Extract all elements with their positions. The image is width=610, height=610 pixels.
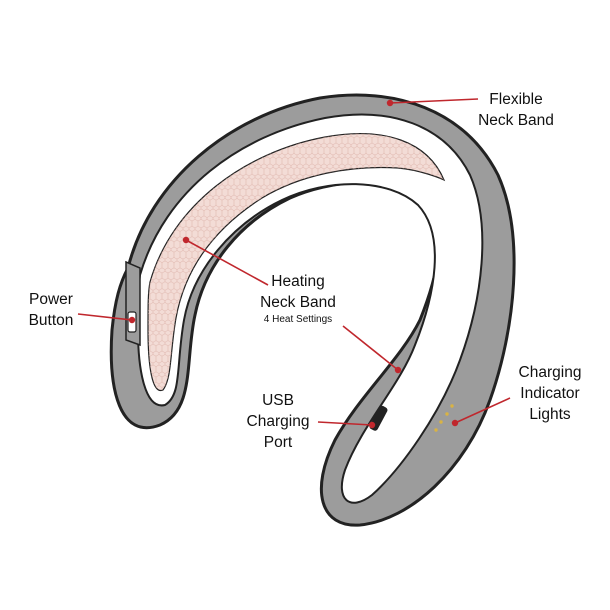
heating-pad-texture [148, 133, 444, 391]
indicator-light [445, 412, 449, 416]
leader-heating-band [185, 239, 269, 286]
label-line: Port [263, 434, 293, 451]
label-line: Flexible [489, 91, 543, 108]
label-line: Neck Band [478, 112, 554, 129]
indicator-light [439, 420, 443, 424]
label-heat-settings: 4 Heat Settings [263, 314, 333, 325]
label-usb-charging-port: USB Charging Port [247, 390, 310, 453]
label-line: Neck Band [260, 294, 336, 311]
leader-dot [128, 316, 136, 324]
leader-dot [386, 99, 394, 107]
label-line: Charging [246, 413, 310, 430]
label-charging-indicator-lights: Charging Indicator Lights [519, 362, 582, 425]
leader-usb-port [317, 421, 373, 426]
leader-dot [182, 236, 190, 244]
leader-indicator-lights [454, 397, 511, 424]
leader-dot [394, 366, 402, 374]
leader-dot [368, 421, 376, 429]
leader-power-button [77, 313, 133, 321]
label-line: Heating [271, 273, 325, 290]
label-line: Power [29, 291, 73, 308]
leader-dot [451, 419, 459, 427]
label-line: Button [28, 312, 74, 329]
label-line: Charging [518, 364, 582, 381]
leader-dots [128, 99, 459, 429]
label-line: Lights [529, 406, 571, 423]
leader-heat-settings [342, 325, 399, 371]
label-flexible-neck-band: Flexible Neck Band [478, 89, 554, 131]
label-line: Indicator [520, 385, 580, 402]
leaders [77, 98, 511, 426]
indicator-lights [434, 404, 454, 432]
label-heating-neck-band: Heating Neck Band 4 Heat Settings [260, 271, 336, 326]
label-power-button: Power Button [29, 289, 74, 331]
indicator-light [450, 404, 454, 408]
leader-flexible-band [389, 98, 479, 104]
label-line: USB [262, 392, 294, 409]
indicator-light [434, 428, 438, 432]
